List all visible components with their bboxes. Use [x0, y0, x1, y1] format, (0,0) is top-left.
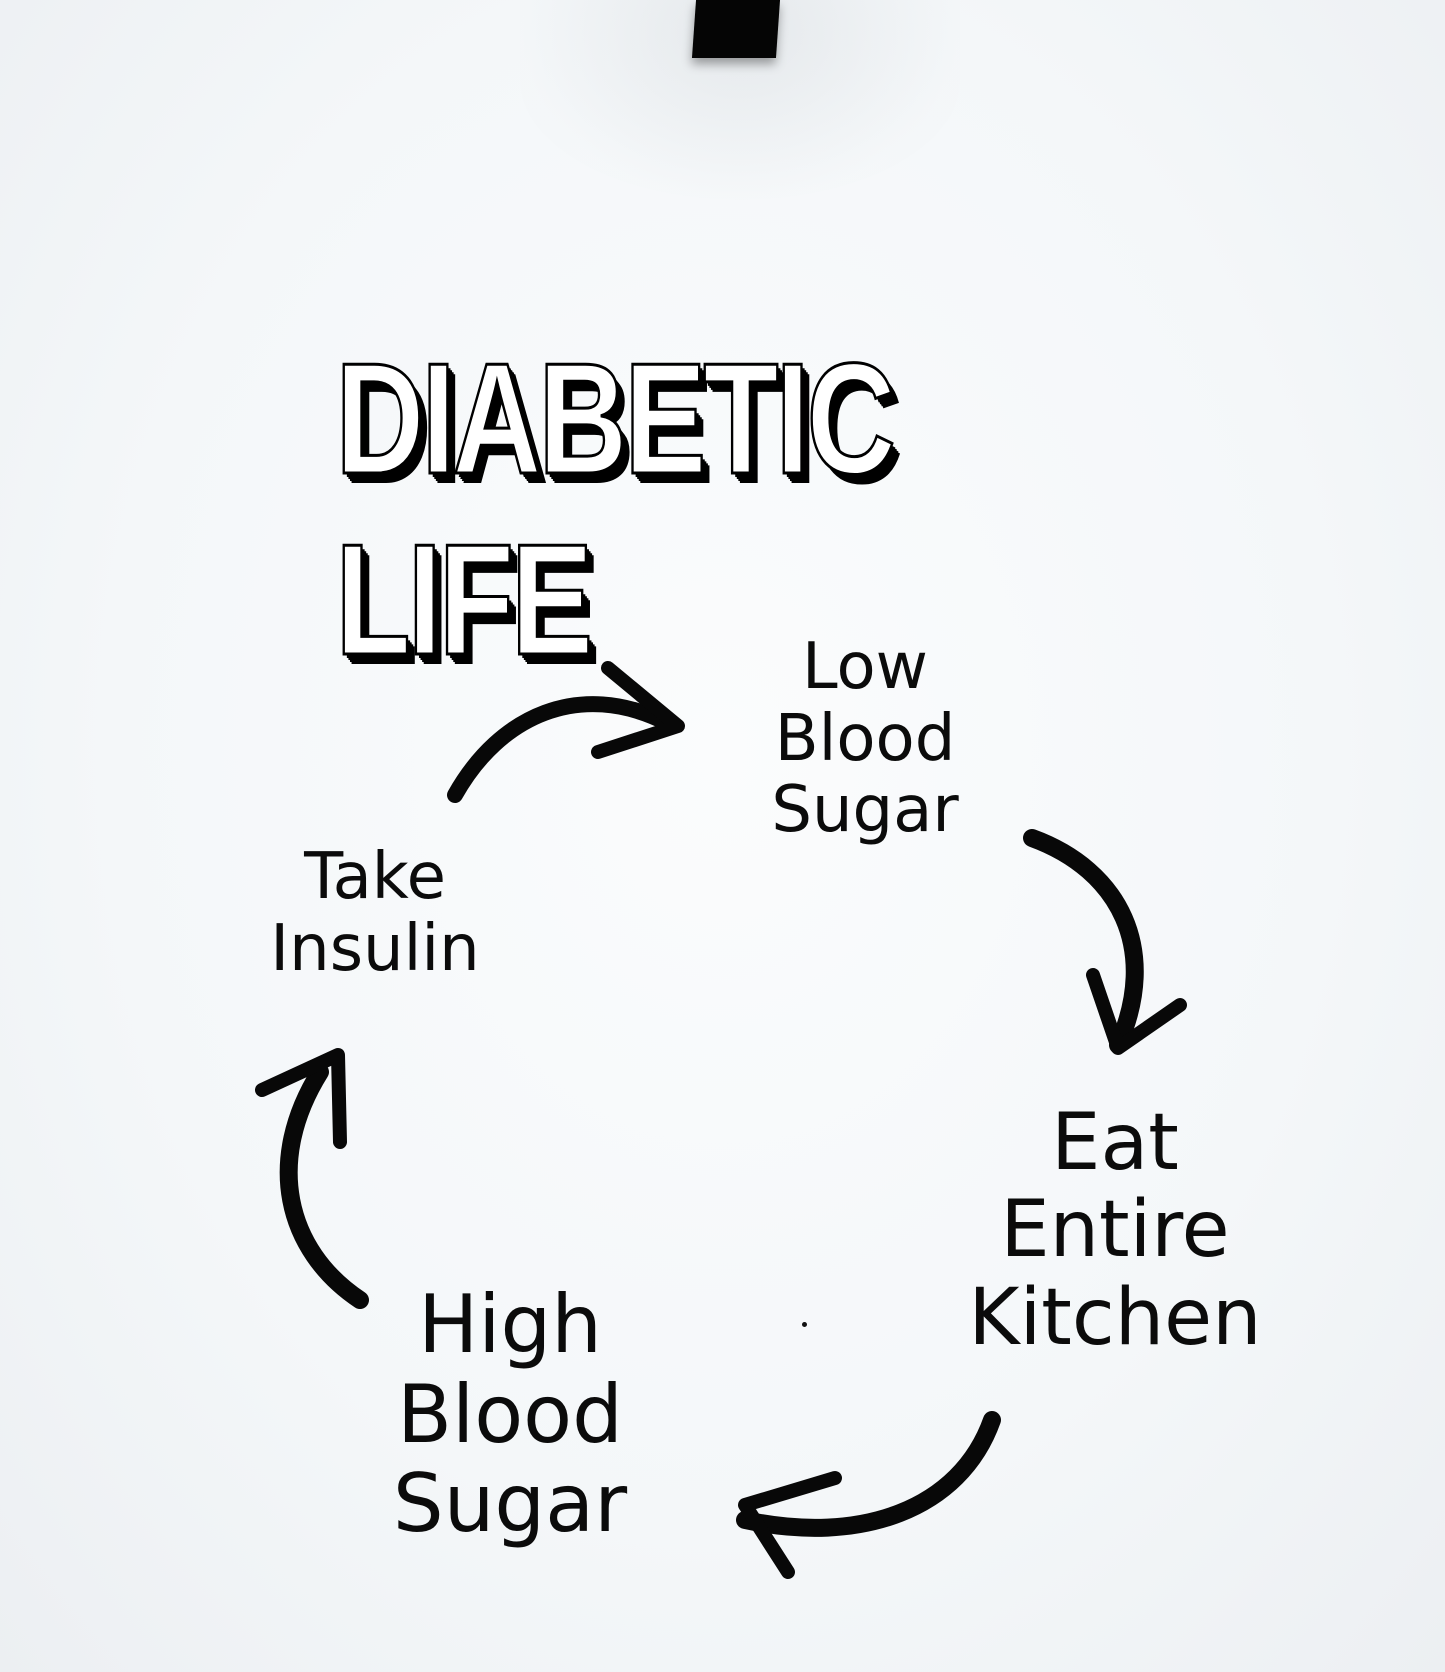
- node-eat-entire-kitchen: Eat Entire Kitchen: [920, 1098, 1310, 1363]
- ink-speck: [802, 1322, 807, 1327]
- node-line: Sugar: [392, 1457, 628, 1551]
- node-line: Insulin: [270, 911, 480, 986]
- node-line: Blood: [774, 701, 956, 776]
- node-line: Entire: [1000, 1185, 1230, 1276]
- node-line: Low: [801, 630, 929, 704]
- arrow-take-to-low-icon: [447, 661, 685, 803]
- arrow-eat-to-high-icon: [736, 1411, 1001, 1579]
- arrow-high-to-take-icon: [255, 1048, 369, 1309]
- arrow-low-to-eat-icon: [1023, 829, 1187, 1055]
- node-high-blood-sugar: High Blood Sugar: [340, 1280, 680, 1549]
- node-low-blood-sugar: Low Blood Sugar: [700, 630, 1030, 848]
- node-line: Kitchen: [968, 1272, 1262, 1363]
- node-line: High: [418, 1278, 602, 1371]
- node-line: Sugar: [771, 773, 959, 848]
- node-line: Blood: [397, 1367, 623, 1461]
- node-line: Eat: [1051, 1098, 1179, 1188]
- node-line: Take: [304, 840, 446, 914]
- node-take-insulin: Take Insulin: [210, 840, 540, 986]
